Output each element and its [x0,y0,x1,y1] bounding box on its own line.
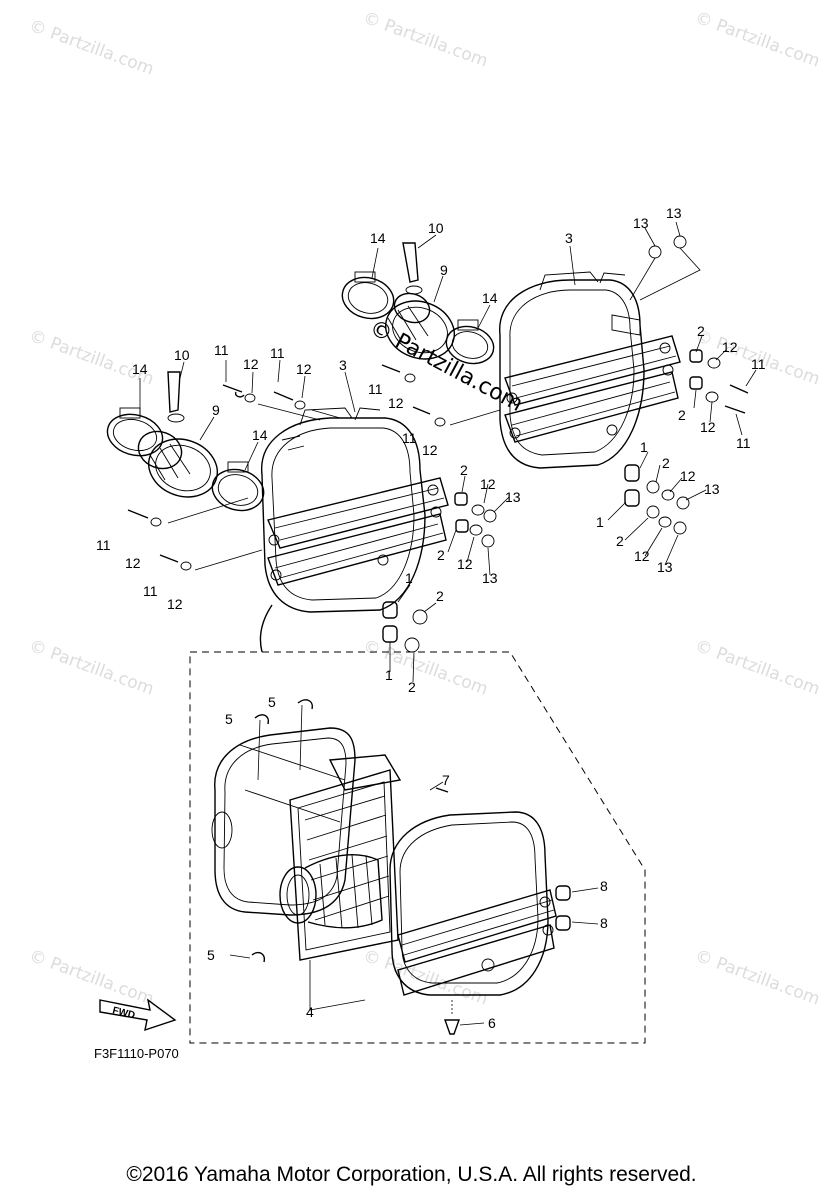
callout-2: 2 [697,323,705,339]
callout-2: 2 [616,533,624,549]
callout-2: 2 [408,679,416,695]
callout-11: 11 [736,435,751,451]
callout-8: 8 [600,878,608,894]
left-clamp-lower [211,461,265,512]
callout-1: 1 [596,514,604,530]
watermark: © Partzilla.com [360,8,490,72]
right-air-box [499,271,681,469]
callout-9: 9 [440,262,448,278]
callout-1: 1 [385,667,393,683]
detail-frame [189,651,646,1044]
callout-1: 1 [405,570,413,586]
callout-3: 3 [339,357,347,373]
callout-11: 11 [214,342,229,358]
right-clamp-lower [445,319,495,365]
callout-13: 13 [657,559,673,575]
callout-5: 5 [225,711,233,727]
callout-12: 12 [296,361,312,377]
callout-13: 13 [704,481,720,497]
left-box-fasteners [127,384,497,653]
callout-13: 13 [505,489,521,505]
callout-14: 14 [132,361,148,377]
callout-2: 2 [460,462,468,478]
callout-11: 11 [143,583,158,599]
callout-2: 2 [436,588,444,604]
left-intake-joint [137,371,218,498]
detail-front-case [389,811,557,996]
callout-12: 12 [722,339,738,355]
callout-11: 11 [751,356,766,372]
callout-12: 12 [167,596,183,612]
callout-12: 12 [457,556,473,572]
detail-rear-case [211,727,356,916]
callout-2: 2 [437,547,445,563]
right-box-fasteners [381,235,749,535]
watermark: © Partzilla.com [26,636,156,700]
callout-12: 12 [125,555,141,571]
callout-14: 14 [370,230,386,246]
callout-2: 2 [662,455,670,471]
callout-12: 12 [680,468,696,484]
callout-12: 12 [243,356,259,372]
callout-7: 7 [442,772,450,788]
callout-11: 11 [270,345,285,361]
fwd-label: FWD [111,1005,136,1021]
detail-filter-element [289,754,402,961]
right-clamp-upper [341,271,395,320]
callout-8: 8 [600,915,608,931]
callout-12: 12 [480,476,496,492]
fwd-arrow-icon: FWD [99,998,177,1032]
callout-14: 14 [482,290,498,306]
callout-12: 12 [388,395,404,411]
watermark: © Partzilla.com [692,946,822,1010]
callout-6: 6 [488,1015,496,1031]
callout-12: 12 [634,548,650,564]
detail-intake-funnel [279,854,383,929]
callout-11: 11 [402,430,417,446]
callout-3: 3 [565,230,573,246]
watermark: © Partzilla.com [692,8,822,72]
watermark: © Partzilla.com [692,636,822,700]
diagram-code: F3F1110-P070 [94,1046,179,1061]
callout-13: 13 [633,215,649,231]
callout-11: 11 [96,537,111,553]
callout-10: 10 [428,220,444,236]
left-clamp-upper [106,407,164,457]
copyright-notice: ©2016 Yamaha Motor Corporation, U.S.A. A… [126,1163,697,1186]
right-intake-joint [385,242,455,360]
left-air-box [261,407,449,613]
callouts: 14 10 9 14 11 12 11 12 3 11 12 11 12 14 … [96,205,766,1031]
callout-2: 2 [678,407,686,423]
callout-5: 5 [207,947,215,963]
callout-10: 10 [174,347,190,363]
detail-pointer-arc [259,604,273,653]
watermark: © Partzilla.com [360,636,490,700]
callout-12: 12 [700,419,716,435]
callout-1: 1 [640,439,648,455]
callout-13: 13 [482,570,498,586]
callout-12: 12 [422,442,438,458]
watermark: © Partzilla.com [26,326,156,390]
leader-lines [139,221,757,1026]
callout-11: 11 [368,381,383,397]
watermark: © Partzilla.com [26,16,156,80]
callout-9: 9 [212,402,220,418]
detail-small-parts [251,699,571,1035]
callout-5: 5 [268,694,276,710]
watermark: © Partzilla.com [26,946,156,1010]
callout-13: 13 [666,205,682,221]
callout-4: 4 [306,1004,314,1020]
callout-14: 14 [252,427,268,443]
